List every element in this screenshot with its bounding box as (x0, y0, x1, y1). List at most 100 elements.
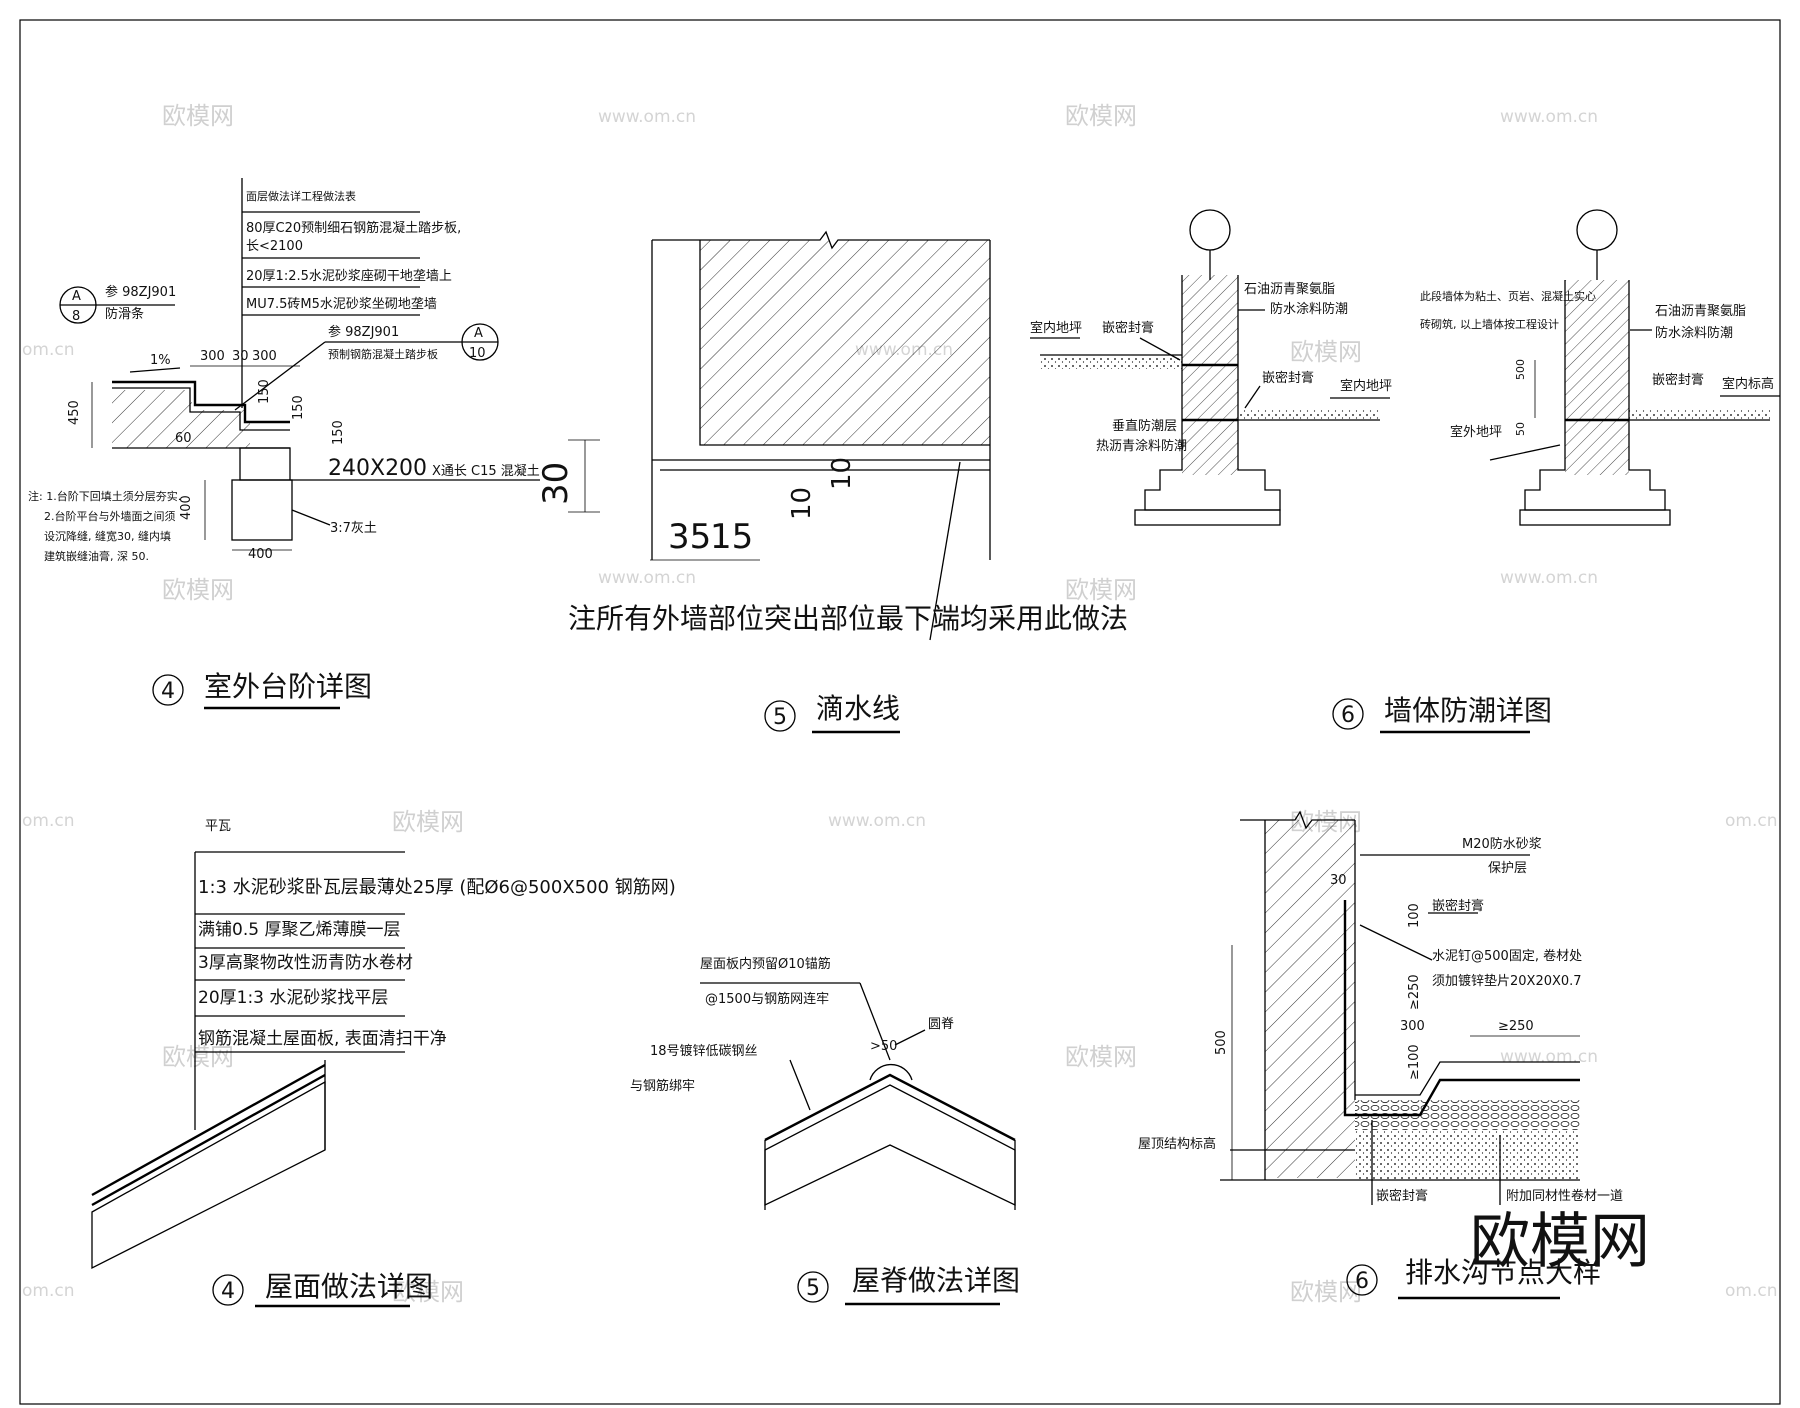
svg-text:此段墙体为粘土、页岩、混凝土实心: 此段墙体为粘土、页岩、混凝土实心 (1420, 289, 1596, 303)
svg-text:≥250: ≥250 (1407, 974, 1422, 1010)
svg-text:防滑条: 防滑条 (105, 306, 144, 322)
svg-text:500: 500 (1514, 359, 1527, 380)
svg-text:平瓦: 平瓦 (205, 819, 231, 834)
watermark-site: om.cn (22, 811, 75, 831)
svg-text:垂直防潮层: 垂直防潮层 (1112, 418, 1177, 434)
svg-text:建筑嵌缝油膏, 深 50.: 建筑嵌缝油膏, 深 50. (44, 549, 149, 563)
detail-title: 屋脊做法详图 (852, 1264, 1020, 1297)
watermark-site: www.om.cn (598, 568, 696, 588)
svg-text:室内地坪: 室内地坪 (1030, 320, 1082, 336)
svg-text:M20防水砂浆: M20防水砂浆 (1462, 836, 1542, 852)
svg-text:1:3 水泥砂浆卧瓦层最薄处25厚 (配Ø6@500X500: 1:3 水泥砂浆卧瓦层最薄处25厚 (配Ø6@500X500 钢筋网) (198, 877, 676, 898)
svg-text:50: 50 (1514, 422, 1527, 436)
detail-roof: 平瓦 1:3 水泥砂浆卧瓦层最薄处25厚 (配Ø6@500X500 钢筋网) 满… (91, 819, 676, 1308)
detail-title: 墙体防潮详图 (1384, 694, 1552, 727)
svg-text:屋面板内预留Ø10锚筋: 屋面板内预留Ø10锚筋 (700, 956, 831, 972)
svg-text:500: 500 (1214, 1030, 1229, 1055)
svg-text:150: 150 (257, 379, 272, 404)
svg-text:450: 450 (67, 400, 82, 425)
watermark-brand: 欧模网 (1065, 1043, 1137, 1071)
svg-text:与钢筋绑牢: 与钢筋绑牢 (630, 1078, 695, 1094)
svg-text:室内标高: 室内标高 (1722, 376, 1774, 392)
svg-text:满铺0.5 厚聚乙烯薄膜一层: 满铺0.5 厚聚乙烯薄膜一层 (198, 920, 400, 940)
svg-text:300: 300 (1400, 1019, 1425, 1034)
svg-text:参 98ZJ901: 参 98ZJ901 (328, 324, 399, 340)
watermark-brand: 欧模网 (1065, 102, 1137, 130)
detail-drip: 30 10 10 35 15 注所有外墙部位突出部位最下端均采用此做法 5 滴水… (536, 230, 1128, 734)
watermark-brand: 欧模网 (1065, 576, 1137, 604)
detail-ridge: 屋面板内预留Ø10锚筋 @1500与钢筋网连牢 圆脊 >50 18号镀锌低碳钢丝… (630, 956, 1020, 1306)
watermark-logo: 欧模网 (1470, 1207, 1650, 1277)
svg-text:室内地坪: 室内地坪 (1340, 378, 1392, 394)
svg-text:80厚C20预制细石钢筋混凝土踏步板,: 80厚C20预制细石钢筋混凝土踏步板, (246, 220, 461, 236)
svg-text:300: 300 (200, 349, 225, 364)
watermark-site: www.om.cn (598, 107, 696, 127)
watermark-brand: 欧模网 (392, 1278, 464, 1306)
svg-text:35: 35 (668, 517, 711, 557)
svg-text:3厚高聚物改性沥青防水卷材: 3厚高聚物改性沥青防水卷材 (198, 953, 413, 973)
svg-text:3:7灰土: 3:7灰土 (330, 521, 377, 536)
svg-text:防水涂料防潮: 防水涂料防潮 (1655, 325, 1733, 341)
svg-text:4: 4 (221, 1279, 235, 1304)
svg-text:水泥钉@500固定, 卷材处: 水泥钉@500固定, 卷材处 (1432, 948, 1582, 964)
svg-text:A: A (474, 326, 483, 341)
svg-text:10: 10 (827, 457, 857, 490)
watermark-brand: 欧模网 (162, 102, 234, 130)
svg-text:圆脊: 圆脊 (928, 1017, 954, 1032)
svg-text:≥250: ≥250 (1498, 1019, 1534, 1034)
svg-text:预制钢筋混凝土踏步板: 预制钢筋混凝土踏步板 (328, 347, 438, 361)
detail-title: 排水沟节点大样 (1405, 1256, 1601, 1289)
detail-steps: 面层做法详工程做法表 80厚C20预制细石钢筋混凝土踏步板, 长<2100 20… (28, 178, 540, 710)
svg-text:嵌密封膏: 嵌密封膏 (1652, 372, 1704, 388)
svg-text:砖砌筑, 以上墙体按工程设计: 砖砌筑, 以上墙体按工程设计 (1420, 317, 1559, 331)
watermark-brand: 欧模网 (1290, 338, 1362, 366)
svg-text:注: 1.台阶下回填土须分层夯实.: 注: 1.台阶下回填土须分层夯实. (28, 489, 181, 503)
svg-text:室外地坪: 室外地坪 (1450, 424, 1502, 440)
svg-text:注所有外墙部位突出部位最下端均采用此做法: 注所有外墙部位突出部位最下端均采用此做法 (568, 602, 1128, 635)
svg-text:≥100: ≥100 (1407, 1044, 1422, 1080)
watermark-brand: 欧模网 (162, 1043, 234, 1071)
svg-text:10: 10 (787, 487, 817, 520)
svg-text:嵌密封膏: 嵌密封膏 (1102, 320, 1154, 336)
svg-text:20厚1:2.5水泥砂浆座砌干地垄墙上: 20厚1:2.5水泥砂浆座砌干地垄墙上 (246, 269, 452, 284)
svg-text:30: 30 (536, 462, 576, 505)
svg-text:30: 30 (1330, 873, 1347, 888)
detail-title: 屋面做法详图 (265, 1270, 433, 1303)
svg-text:2.台阶平台与外墙面之间须: 2.台阶平台与外墙面之间须 (44, 509, 176, 523)
svg-text:10: 10 (469, 346, 486, 361)
svg-text:设沉降缝, 缝宽30, 缝内填: 设沉降缝, 缝宽30, 缝内填 (44, 529, 171, 543)
svg-text:18号镀锌低碳钢丝: 18号镀锌低碳钢丝 (650, 1043, 758, 1059)
svg-text:钢筋混凝土屋面板, 表面清扫干净: 钢筋混凝土屋面板, 表面清扫干净 (198, 1029, 447, 1049)
svg-text:>50: >50 (870, 1039, 897, 1054)
svg-text:100: 100 (1407, 903, 1422, 928)
svg-text:150: 150 (291, 395, 306, 420)
watermark-site: www.om.cn (1500, 1047, 1598, 1067)
svg-text:屋顶结构标高: 屋顶结构标高 (1138, 1136, 1216, 1152)
svg-text:参 98ZJ901: 参 98ZJ901 (105, 284, 176, 300)
svg-text:240X200: 240X200 (328, 456, 427, 481)
detail-title: 室外台阶详图 (204, 670, 372, 703)
svg-text:长<2100: 长<2100 (246, 239, 303, 254)
svg-text:须加镀锌垫片20X20X0.7: 须加镀锌垫片20X20X0.7 (1432, 973, 1582, 989)
svg-text:5: 5 (806, 1276, 820, 1301)
svg-text:60: 60 (175, 431, 192, 446)
watermark-site: www.om.cn (1500, 568, 1598, 588)
svg-text:@1500与钢筋网连牢: @1500与钢筋网连牢 (705, 991, 829, 1007)
svg-text:6: 6 (1341, 703, 1355, 728)
watermark-site: om.cn (1725, 811, 1778, 831)
svg-text:A: A (72, 289, 81, 304)
watermark-brand: 欧模网 (392, 808, 464, 836)
detail-drain: 500 屋顶结构标高 M20防水砂浆 保护层 30 100 嵌密封膏 水泥钉@5… (1138, 810, 1623, 1300)
svg-text:石油沥青聚氨脂: 石油沥青聚氨脂 (1244, 282, 1335, 297)
watermark-site: om.cn (22, 340, 75, 360)
svg-text:石油沥青聚氨脂: 石油沥青聚氨脂 (1655, 304, 1746, 319)
detail-wall-damp: 室内地坪 嵌密封膏 石油沥青聚氨脂 防水涂料防潮 嵌密封膏 室内地坪 垂直防潮层… (1030, 209, 1780, 734)
svg-text:X通长 C15 混凝土: X通长 C15 混凝土 (432, 463, 540, 479)
svg-text:300: 300 (252, 349, 277, 364)
svg-text:4: 4 (161, 679, 175, 704)
svg-text:20厚1:3 水泥砂浆找平层: 20厚1:3 水泥砂浆找平层 (198, 988, 388, 1008)
svg-text:400: 400 (248, 547, 273, 562)
svg-text:保护层: 保护层 (1488, 861, 1527, 876)
svg-text:6: 6 (1355, 1269, 1369, 1294)
